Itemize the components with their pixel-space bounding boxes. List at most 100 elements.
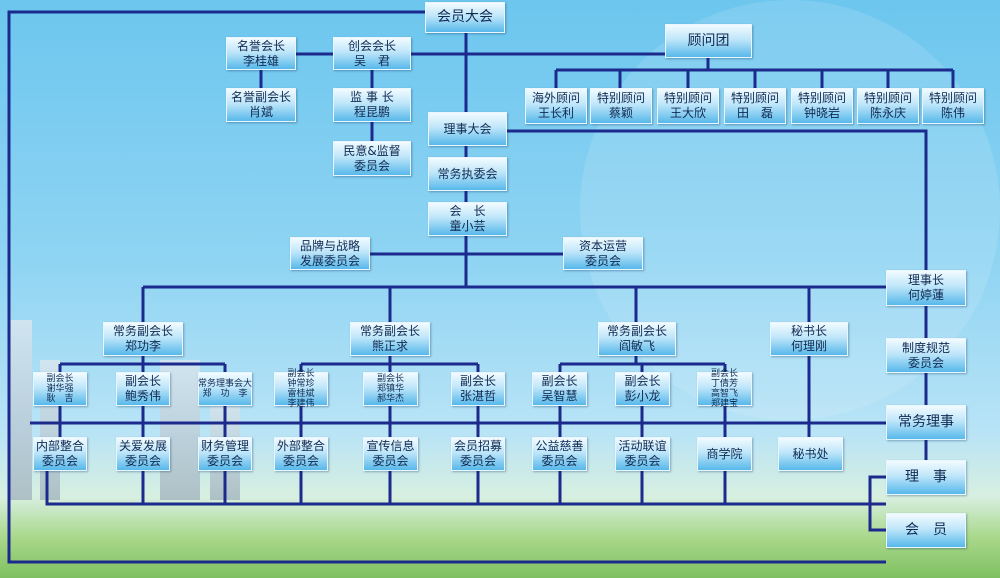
box-person: 吴智慧 <box>541 389 578 403</box>
executive-vp-box: 常务副会长熊正求 <box>350 322 430 356</box>
advisor-box: 特别顾问田 磊 <box>724 88 786 124</box>
advisory-group-box: 顾问团 <box>665 24 752 58</box>
box-person: 郝华杰 <box>376 394 404 404</box>
council-box: 理事大会 <box>428 112 507 146</box>
box-title: 品牌与战略 <box>299 238 360 253</box>
vice-president-box: 副会长丁倩芳高智飞郑建宝 <box>697 369 752 409</box>
advisor-box: 特别顾问钟晓岩 <box>791 88 853 124</box>
box-title: 关爱发展 <box>118 439 167 453</box>
executive-committee-box: 常务执委会 <box>428 157 507 191</box>
box-title: 常务理事会大 <box>198 379 253 389</box>
box-title: 特别顾问 <box>928 91 977 105</box>
box-person: 陈永庆 <box>869 106 906 120</box>
committee-box: 财务管理委员会 <box>198 437 252 471</box>
box-person: 阎敏飞 <box>618 339 655 353</box>
advisor-box: 特别顾问蔡颖 <box>590 88 652 124</box>
founding-president-box: 创会会长吴 君 <box>333 37 411 70</box>
box-title: 副会长 <box>541 374 578 388</box>
box-title: 会 员 <box>905 522 947 538</box>
box-title: 外部整合 <box>276 439 325 453</box>
box-title: 常务副会长 <box>606 324 667 338</box>
standing-directors-box: 常务理事 <box>886 405 966 440</box>
box-title: 副会长 <box>124 374 161 388</box>
box-person: 何理刚 <box>790 339 827 353</box>
advisor-box: 特别顾问王大欣 <box>657 88 719 124</box>
committee-box: 活动联谊委员会 <box>615 437 670 471</box>
committee-box: 内部整合委员会 <box>33 437 87 471</box>
box-title: 活动联谊 <box>618 439 667 453</box>
box-title: 委员会 <box>459 454 496 468</box>
advisor-box: 特别顾问陈伟 <box>922 88 984 124</box>
box-person: 耿 吉 <box>46 394 74 404</box>
committee-box: 关爱发展委员会 <box>116 437 170 471</box>
box-person: 童小芸 <box>449 219 486 233</box>
executive-vp-box: 常务副会长阎敏飞 <box>598 322 676 356</box>
box-person: 谢华强 <box>46 384 74 394</box>
box-title: 顾问团 <box>687 32 730 49</box>
box-title: 委员会 <box>624 454 661 468</box>
box-person: 田 磊 <box>736 106 773 120</box>
box-person: 李桂雄 <box>242 53 279 68</box>
brand-committee-box: 品牌与战略发展委员会 <box>290 237 370 270</box>
president-box: 会 长童小芸 <box>428 202 507 236</box>
box-title: 名誉会长 <box>236 38 285 53</box>
box-title: 商学院 <box>706 446 743 461</box>
advisor-box: 特别顾问陈永庆 <box>857 88 919 124</box>
box-title: 副会长 <box>459 374 496 388</box>
vice-president-box: 副会长鲍秀伟 <box>116 372 170 406</box>
background-skyline <box>8 320 32 500</box>
box-title: 理事长 <box>907 273 944 287</box>
box-person: 鲍秀伟 <box>124 389 161 403</box>
vice-president-box: 常务理事会大郑 功 李 <box>198 372 252 406</box>
box-person: 蔡颖 <box>608 106 633 120</box>
box-title: 会员招募 <box>453 439 502 453</box>
box-title: 特别顾问 <box>797 91 846 105</box>
box-title: 发展委员会 <box>299 253 360 268</box>
vice-president-box: 副会长吴智慧 <box>532 372 587 406</box>
honorary-vice-president-box: 名誉副会长肖斌 <box>226 88 296 122</box>
box-title: 秘书长 <box>790 324 827 338</box>
supervision-committee-box: 民意&监督委员会 <box>333 141 411 176</box>
box-title: 特别顾问 <box>663 91 712 105</box>
box-person: 雷桂斌 <box>287 389 315 399</box>
box-person: 高智飞 <box>710 389 738 399</box>
box-title: 内部整合 <box>35 439 84 453</box>
box-title: 委员会 <box>584 253 621 268</box>
box-person: 王大欣 <box>669 106 706 120</box>
directors-box: 理 事 <box>886 460 966 495</box>
box-person: 吴 君 <box>353 53 390 68</box>
box-title: 资本运营 <box>578 238 627 253</box>
vice-president-box: 副会长谢华强耿 吉 <box>33 372 87 406</box>
box-title: 副会长 <box>376 374 404 384</box>
box-title: 公益慈善 <box>535 439 584 453</box>
box-person: 李建伟 <box>287 399 315 409</box>
vice-president-box: 副会长郑镇华郝华杰 <box>363 372 418 406</box>
box-title: 委员会 <box>541 454 578 468</box>
general-assembly-box: 会员大会 <box>425 2 505 33</box>
box-person: 程昆鹏 <box>353 105 390 119</box>
box-title: 财务管理 <box>200 439 249 453</box>
box-person: 郑建宝 <box>710 399 738 409</box>
committee-box: 外部整合委员会 <box>274 437 328 471</box>
box-title: 理事大会 <box>443 121 492 136</box>
members-box: 会 员 <box>886 513 966 548</box>
box-title: 制度规范 <box>901 340 950 355</box>
chairman-box: 理事长何婷蓮 <box>886 270 966 306</box>
box-title: 常务副会长 <box>359 324 420 338</box>
committee-box: 宣传信息委员会 <box>363 437 418 471</box>
secretariat-box: 秘书处 <box>778 437 843 471</box>
box-title: 理 事 <box>905 469 947 485</box>
box-title: 特别顾问 <box>730 91 779 105</box>
box-title: 副会长 <box>46 374 74 384</box>
box-title: 委员会 <box>282 454 319 468</box>
box-title: 副会长 <box>287 369 315 379</box>
box-title: 副会长 <box>710 369 738 379</box>
box-label: 会员大会 <box>437 9 493 25</box>
box-title: 委员会 <box>353 158 390 173</box>
chief-supervisor-box: 监 事 长程昆鹏 <box>333 88 411 122</box>
capital-committee-box: 资本运营委员会 <box>563 237 643 270</box>
box-title: 特别顾问 <box>863 91 912 105</box>
box-person: 郑 功 李 <box>202 389 248 399</box>
box-title: 民意&监督 <box>343 143 401 158</box>
committee-box: 公益慈善委员会 <box>532 437 587 471</box>
